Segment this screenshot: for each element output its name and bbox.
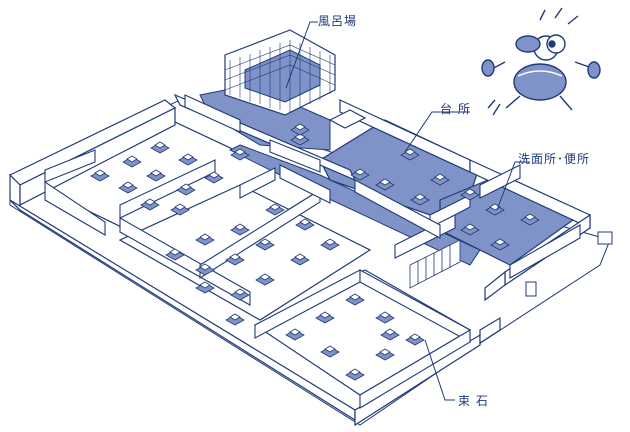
foundation-stone bbox=[150, 141, 170, 154]
foundation-stone bbox=[146, 169, 166, 182]
foundation-stone bbox=[255, 273, 275, 286]
foundation-stone bbox=[345, 293, 365, 306]
foundation-stone bbox=[165, 248, 185, 261]
foundation-stone bbox=[90, 169, 110, 182]
foundation-stone bbox=[380, 328, 400, 341]
foundation-stone bbox=[230, 148, 250, 161]
foundation-stone bbox=[118, 181, 138, 194]
foundation-stone bbox=[320, 345, 340, 358]
foundation-stone bbox=[315, 311, 335, 324]
foundation-stone bbox=[405, 333, 425, 346]
foundation-stone bbox=[170, 203, 190, 216]
foundation-stone bbox=[375, 311, 395, 324]
label-bath: 風呂場 bbox=[318, 14, 358, 28]
foundation-stone bbox=[230, 288, 250, 301]
foundation-stone bbox=[176, 183, 196, 196]
foundation-stone bbox=[290, 133, 310, 146]
bug-mascot-icon bbox=[481, 7, 601, 116]
foundation-stone bbox=[255, 238, 275, 251]
foundation-stone bbox=[410, 193, 430, 206]
foundation-stone bbox=[490, 238, 510, 251]
exterior-post bbox=[525, 231, 613, 297]
foundation-stone bbox=[375, 178, 395, 191]
foundation-stone bbox=[295, 218, 315, 231]
foundation-stone bbox=[345, 368, 365, 381]
lattice-vent bbox=[409, 239, 461, 289]
foundation-stone bbox=[460, 188, 480, 201]
foundation-stone bbox=[178, 153, 198, 166]
leader-lines bbox=[285, 21, 530, 401]
foundation-stone bbox=[195, 263, 215, 276]
foundation-stone bbox=[375, 348, 395, 361]
foundation-stone bbox=[195, 233, 215, 246]
foundation-stone bbox=[350, 168, 370, 181]
foundation-stone bbox=[285, 328, 305, 341]
foundation-stone bbox=[122, 155, 142, 168]
label-washroom: 洗面所･便所 bbox=[518, 152, 591, 166]
foundation-stone bbox=[204, 171, 224, 184]
foundation-stone bbox=[230, 223, 250, 236]
foundation-stone bbox=[265, 203, 285, 216]
foundation-stone bbox=[460, 223, 480, 236]
foundation-stone bbox=[290, 123, 310, 136]
label-foundation-stone: 束 石 bbox=[458, 394, 489, 408]
foundation-stone bbox=[225, 313, 245, 326]
room-floor-center bbox=[118, 184, 372, 321]
foundation-stone bbox=[290, 253, 310, 266]
foundation-stone bbox=[140, 198, 160, 211]
label-kitchen: 台 所 bbox=[440, 102, 471, 116]
foundation-stone bbox=[225, 253, 245, 266]
bathroom-block bbox=[224, 29, 336, 116]
foundation-stone bbox=[430, 173, 450, 186]
foundation-stone bbox=[320, 238, 340, 251]
foundation-stone bbox=[400, 148, 420, 161]
foundation-stones bbox=[90, 123, 540, 381]
foundation-stone bbox=[195, 281, 215, 294]
foundation-stone bbox=[520, 213, 540, 226]
